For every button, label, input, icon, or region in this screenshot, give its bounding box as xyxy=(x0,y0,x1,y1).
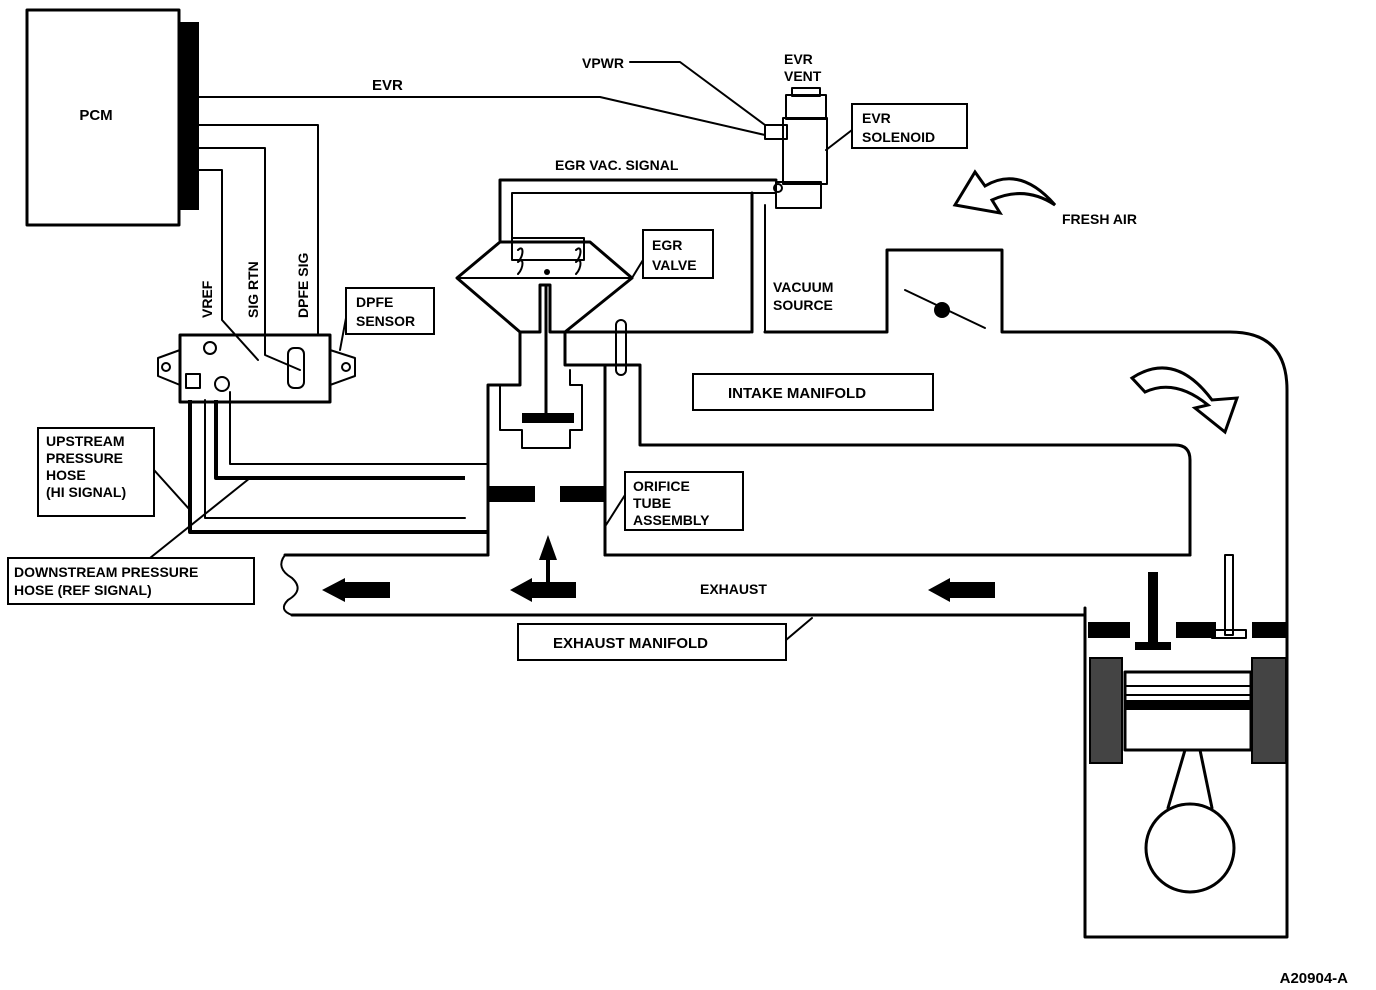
dpfe-sensor xyxy=(157,333,356,404)
downstream-label-1: DOWNSTREAM PRESSURE xyxy=(14,564,198,580)
intake-valve-stem xyxy=(1224,554,1234,636)
egr-vac-signal-outer xyxy=(498,178,778,242)
exhaust-label: EXHAUST xyxy=(700,581,767,597)
head-gasket-left xyxy=(1088,622,1130,638)
evr-solenoid-leader xyxy=(825,129,853,151)
upstream-label-4: (HI SIGNAL) xyxy=(46,484,126,500)
pcm-module: PCM xyxy=(25,8,199,227)
upstream-hose-callout xyxy=(37,427,155,517)
evr-wire xyxy=(198,96,766,136)
crankshaft xyxy=(1144,802,1236,894)
egr-flow-arrowhead xyxy=(539,535,557,560)
orifice-leader xyxy=(605,494,626,526)
evr-solenoid-label-2: SOLENOID xyxy=(862,129,935,145)
egr-passage-right xyxy=(563,330,607,557)
exhaust-flow-arrow-right xyxy=(950,582,995,598)
downstream-leader xyxy=(149,477,251,559)
upstream-label-1: UPSTREAM xyxy=(46,433,125,449)
egr-valve-label-1: EGR xyxy=(652,237,682,253)
intake-manifold xyxy=(563,248,1289,612)
exhaust-break-line xyxy=(280,554,299,616)
fresh-air-label: FRESH AIR xyxy=(1062,211,1137,227)
intake-manifold-callout xyxy=(692,373,934,411)
vpwr-leader xyxy=(629,61,766,126)
orifice-label-3: ASSEMBLY xyxy=(633,512,710,528)
orifice-label-1: ORIFICE xyxy=(633,478,690,494)
evr-solenoid-callout xyxy=(851,103,968,149)
dpfe-sig-wire xyxy=(198,124,319,336)
upstream-hose xyxy=(214,400,465,480)
egr-valve-leader xyxy=(631,259,644,279)
vacuum-source-label-2: SOURCE xyxy=(773,297,833,313)
egr-valve xyxy=(455,237,634,423)
upstream-leader xyxy=(153,469,191,511)
evr-vent-label-1: EVR xyxy=(784,51,813,67)
vpwr-label: VPWR xyxy=(582,55,624,71)
vacuum-source-label-1: VACUUM xyxy=(773,279,833,295)
intake-valve-head xyxy=(1211,629,1247,639)
exhaust-valve-stem xyxy=(1148,572,1158,648)
egr-valve-label-2: VALVE xyxy=(652,257,697,273)
exhaust-manifold-leader xyxy=(785,617,813,641)
connecting-rod xyxy=(1166,748,1214,810)
exhaust-flow-arrow-left xyxy=(345,582,390,598)
throttle-shaft xyxy=(934,302,950,318)
fresh-air-arrow xyxy=(952,169,1057,216)
egr-pintle xyxy=(522,413,574,423)
dpfe-leader xyxy=(339,317,347,351)
upstream-label-2: PRESSURE xyxy=(46,450,123,466)
orifice-plate-left xyxy=(487,486,535,502)
downstream-hose xyxy=(188,400,487,534)
sig-rtn-label: SIG RTN xyxy=(245,261,261,318)
evr-vent-cap xyxy=(785,94,827,120)
downstream-hose-inner xyxy=(204,399,466,519)
dpfe-sig-label: DPFE SIG xyxy=(295,253,311,318)
vpwr-terminal xyxy=(764,124,788,140)
evr-solenoid-label-1: EVR xyxy=(862,110,891,126)
figure-id: A20904-A xyxy=(1280,970,1349,987)
downstream-hose-callout xyxy=(7,557,255,605)
egr-port xyxy=(615,319,627,376)
exhaust-valve-head xyxy=(1135,642,1171,650)
intake-manifold-label: INTAKE MANIFOLD xyxy=(728,385,866,402)
piston xyxy=(1123,670,1253,752)
exhaust-manifold-callout xyxy=(517,623,787,661)
dpfe-sensor-label-2: SENSOR xyxy=(356,313,415,329)
pcm-connector xyxy=(179,22,199,210)
vref-wire xyxy=(198,169,259,361)
evr-wire-label: EVR xyxy=(372,77,403,94)
egr-valve-seat xyxy=(499,369,583,449)
evr-solenoid xyxy=(764,87,828,209)
orifice-tube-callout xyxy=(624,471,744,531)
head-gasket-right xyxy=(1252,622,1286,638)
exhaust-manifold-label: EXHAUST MANIFOLD xyxy=(553,635,708,652)
cylinder-wall-left xyxy=(1089,657,1123,764)
egr-vac-signal-label: EGR VAC. SIGNAL xyxy=(555,157,679,173)
downstream-label-2: HOSE (REF SIGNAL) xyxy=(14,582,152,598)
orifice-plate-right xyxy=(560,486,606,502)
pcm-label: PCM xyxy=(79,107,112,124)
dpfe-sensor-label-1: DPFE xyxy=(356,294,393,310)
sig-rtn-wire xyxy=(198,147,301,371)
egr-vac-signal-inner xyxy=(511,192,777,241)
evr-vent-label-2: VENT xyxy=(784,68,822,84)
vref-label: VREF xyxy=(199,280,215,318)
orifice-label-2: TUBE xyxy=(633,495,671,511)
exhaust-flow-arrow-mid xyxy=(532,582,576,598)
dpfe-sensor-callout xyxy=(345,287,435,335)
cylinder-wall-right xyxy=(1251,657,1287,764)
upstream-label-3: HOSE xyxy=(46,467,86,483)
upstream-hose-inner xyxy=(229,391,488,465)
engine-cylinder xyxy=(1083,554,1289,939)
egr-passage-left xyxy=(486,330,522,557)
intake-flow-arrow xyxy=(1129,366,1240,435)
egr-valve-callout xyxy=(642,229,714,279)
